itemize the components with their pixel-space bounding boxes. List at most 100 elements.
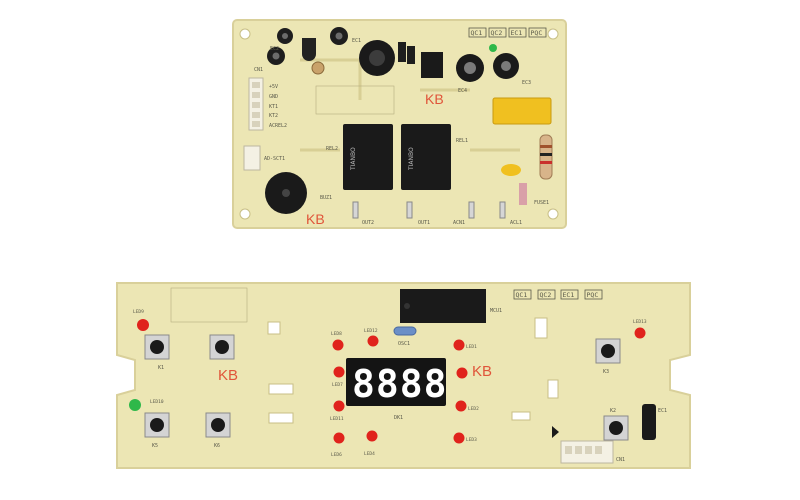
silk-label-out1: OUT1 <box>418 220 430 226</box>
silk-label-cn1: CN1 <box>254 67 263 73</box>
connector-cn1-bottom <box>560 440 614 464</box>
silk-label-led: LED9 <box>133 309 144 315</box>
svg-text:QC1: QC1 <box>516 291 528 299</box>
board-cutout <box>267 321 281 335</box>
led-red <box>634 327 646 339</box>
silk-label-key: K6 <box>214 443 220 449</box>
connector-ad-sct1 <box>243 145 261 171</box>
tactile-button-k1[interactable] <box>144 334 170 360</box>
mcu-chip <box>400 289 486 323</box>
silk-label-ec4: EC4 <box>458 88 467 94</box>
board-cutout <box>676 366 682 384</box>
svg-text:PQC: PQC <box>587 291 599 299</box>
led-red <box>453 339 465 351</box>
top-power-board: QC1 QC2 EC1 PQC EC2 EC1 EC4 EC3 CN1 KB K… <box>232 19 567 229</box>
electrolytic-capacitor <box>493 53 519 79</box>
silk-label-led: LED10 <box>150 399 164 405</box>
transistor <box>302 38 316 61</box>
kb-mark: KB <box>425 91 444 107</box>
board-cutout <box>126 366 132 384</box>
tactile-button-k5[interactable] <box>144 412 170 438</box>
silk-info-block <box>170 287 248 323</box>
led-red <box>333 366 345 378</box>
silk-label-ec1: EC1 <box>352 38 361 44</box>
silk-label-led: LED6 <box>331 452 342 458</box>
silk-label-ec2: EC2 <box>270 46 279 52</box>
silk-label-out2: OUT2 <box>362 220 374 226</box>
led-red <box>453 432 465 444</box>
led-red <box>456 367 468 379</box>
silk-label-led: LED4 <box>364 451 375 457</box>
svg-text:TIANBO: TIANBO <box>350 147 357 171</box>
led-red <box>367 335 379 347</box>
terminal-acl1 <box>499 201 506 219</box>
silk-label-led: LED11 <box>330 416 344 422</box>
electrolytic-capacitor <box>456 54 484 82</box>
pin-label: GND <box>269 94 278 100</box>
board-cutout <box>534 317 548 339</box>
silk-label-ec3: EC3 <box>522 80 531 86</box>
svg-text:QC2: QC2 <box>491 29 503 37</box>
svg-text:EC1: EC1 <box>511 29 523 37</box>
silk-label-led: LED13 <box>633 319 647 325</box>
qc-marks-top: QC1 QC2 EC1 PQC <box>468 27 547 38</box>
mounting-hole <box>547 28 559 40</box>
electrolytic-capacitor <box>277 28 293 44</box>
pin-label: +5V <box>269 84 278 90</box>
electrolytic-capacitor <box>398 42 406 62</box>
mounting-hole <box>547 208 559 220</box>
svg-text:TIANBO: TIANBO <box>408 147 415 171</box>
oscillator-osc1 <box>393 326 417 336</box>
connector-cn1 <box>248 77 264 131</box>
silk-label-key: K3 <box>603 369 609 375</box>
bottom-display-board: QC1 QC2 EC1 PQC MCU1 OSC1 8888 DK1 KB KB <box>116 282 691 469</box>
led-red <box>366 430 378 442</box>
tactile-button-k3[interactable] <box>595 338 621 364</box>
board-cutout <box>511 411 531 421</box>
silk-label-fuse1: FUSE1 <box>534 200 549 206</box>
board-cutout <box>268 383 294 395</box>
led-red <box>332 339 344 351</box>
ceramic-capacitor <box>311 61 325 75</box>
terminal-out1 <box>406 201 413 219</box>
dip8-ic <box>421 52 443 78</box>
pin-label: KT2 <box>269 113 278 119</box>
svg-text:EC1: EC1 <box>563 291 575 299</box>
silk-label-dk1: DK1 <box>394 415 403 421</box>
indicator-led-green <box>489 44 497 52</box>
silk-label-key: K2 <box>610 408 616 414</box>
led-red <box>333 432 345 444</box>
silk-label-acl1: ACL1 <box>510 220 522 226</box>
buzzer <box>265 172 307 214</box>
silk-label-ad-sct1: AD-SCT1 <box>264 156 285 162</box>
silk-label-led: LED8 <box>331 331 342 337</box>
kb-mark: KB <box>218 367 238 384</box>
silk-label-key: K5 <box>152 443 158 449</box>
silk-label-led: LED12 <box>364 328 378 334</box>
varistor <box>501 164 521 176</box>
silk-label-osc1: OSC1 <box>398 341 410 347</box>
svg-text:QC1: QC1 <box>471 29 483 37</box>
silk-label-key: K1 <box>158 365 164 371</box>
board-cutout <box>547 379 559 399</box>
terminal-out2 <box>352 201 359 219</box>
tactile-button-k2-left[interactable] <box>209 334 235 360</box>
tactile-button-k6[interactable] <box>205 412 231 438</box>
silk-label-rel2: REL2 <box>326 146 338 152</box>
pin1-arrow-icon <box>552 426 559 438</box>
kb-mark: KB <box>306 211 325 227</box>
kb-mark: KB <box>472 363 492 380</box>
pin-label: KT1 <box>269 104 278 110</box>
power-resistor <box>539 134 553 180</box>
electrolytic-capacitor <box>330 27 348 45</box>
tactile-button-k2[interactable] <box>603 415 629 441</box>
silk-label-led: LED7 <box>332 382 343 388</box>
electrolytic-capacitor-ec1 <box>642 404 656 440</box>
relay-rel1: TIANBO <box>401 124 451 190</box>
terminal-acn1 <box>468 201 475 219</box>
display-digits: 8888 <box>352 362 448 406</box>
qc-marks-bottom: QC1 QC2 EC1 PQC <box>513 289 603 300</box>
silk-label-acn1: ACN1 <box>453 220 465 226</box>
relay-rel2: TIANBO <box>343 124 393 190</box>
